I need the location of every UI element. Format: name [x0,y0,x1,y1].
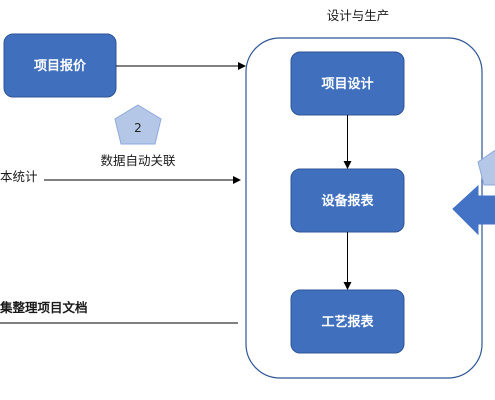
node-project-quote-label: 项目报价 [34,59,87,74]
pentagon-icon [114,104,162,145]
node-process-report-label: 工艺报表 [321,314,374,330]
partial-pentagon-icon [477,149,495,186]
badge-number: 2 [134,121,142,135]
group-title: 设计与生产 [327,8,390,23]
arrow-left-icon [452,184,495,236]
node-project-design[interactable]: 项目设计 [290,51,405,116]
docs-label: 集整理项目文档 [0,300,88,315]
badge-2: 2 [114,104,162,145]
badge-caption: 数据自动关联 [100,153,176,168]
node-project-quote[interactable]: 项目报价 [3,33,117,98]
node-process-report[interactable]: 工艺报表 [290,289,405,354]
node-project-design-label: 项目设计 [321,76,373,92]
node-equipment-report-label: 设备报表 [321,193,374,209]
stats-label: 本统计 [0,169,38,184]
node-equipment-report[interactable]: 设备报表 [290,168,405,233]
